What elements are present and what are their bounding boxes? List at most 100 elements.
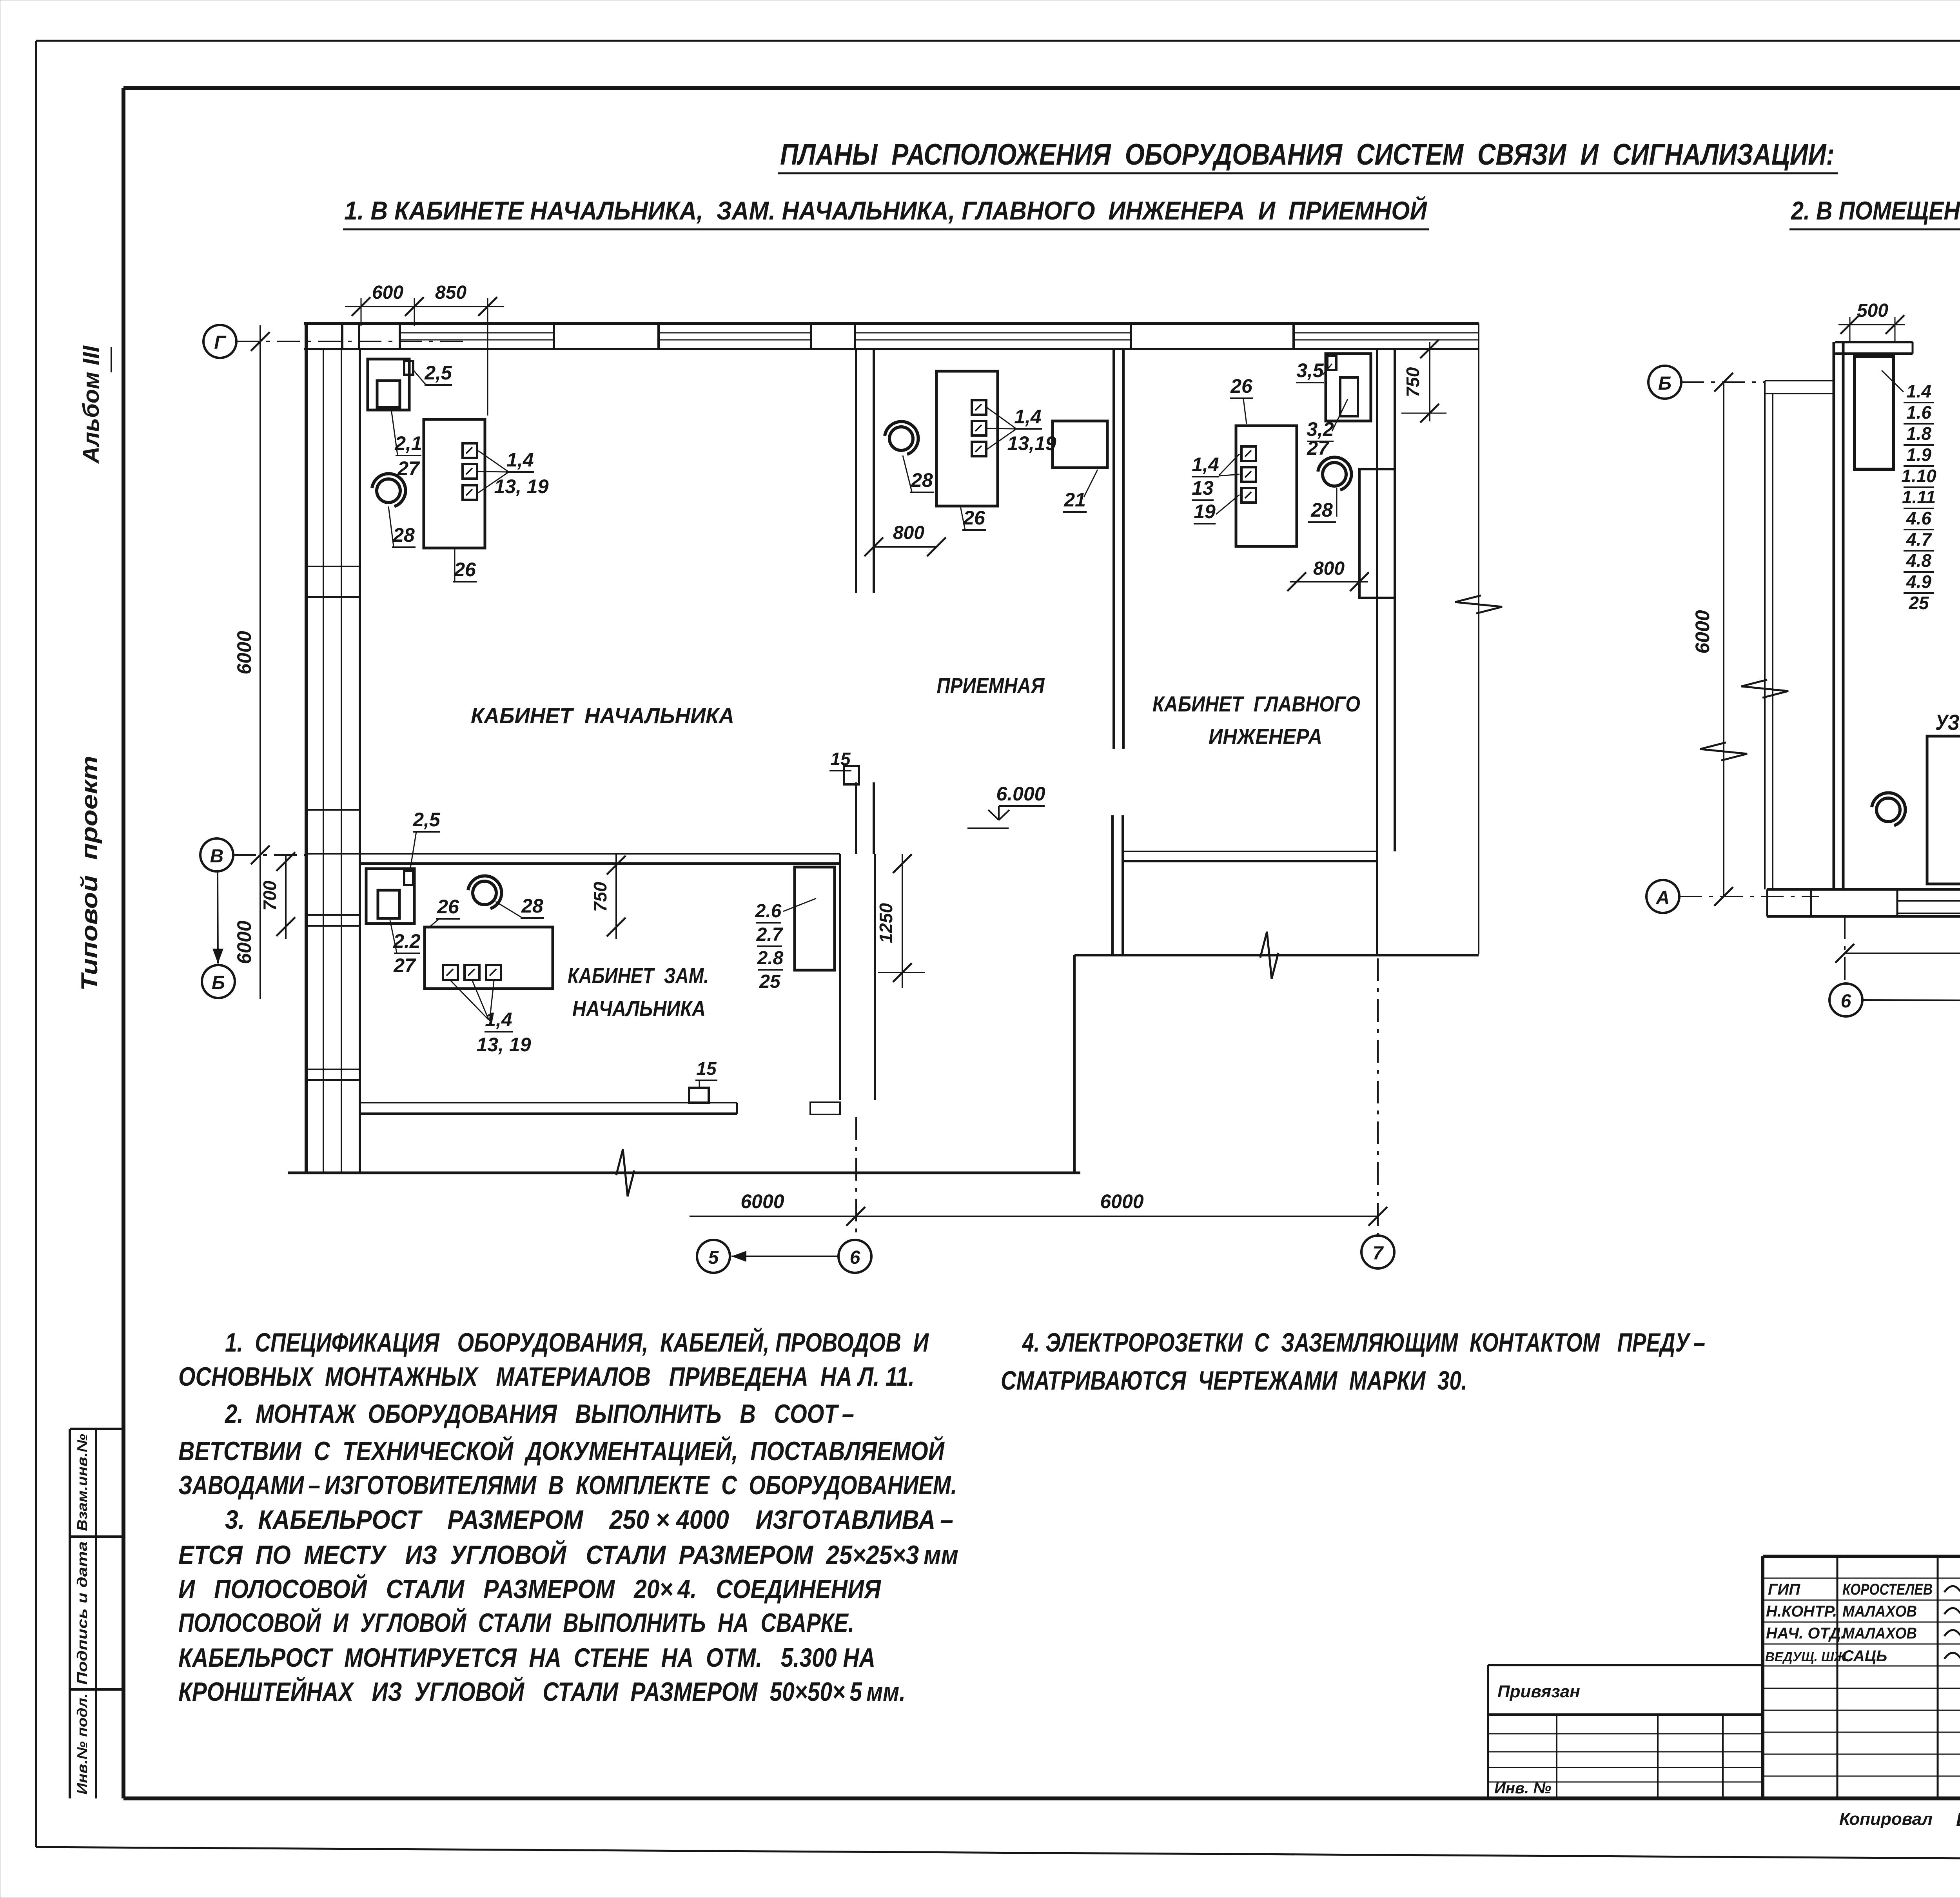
svg-text:2. МОНТАЖ ОБОРУДОВАНИЯ ВЫП: 2. МОНТАЖ ОБОРУДОВАНИЯ ВЫПОЛНИТЬ В СООТ …: [224, 1399, 854, 1429]
svg-text:ИНЖЕНЕРА: ИНЖЕНЕРА: [1209, 724, 1322, 749]
svg-text:Г: Г: [214, 332, 227, 353]
svg-text:3,2: 3,2: [1307, 418, 1334, 440]
svg-text:3,5: 3,5: [1296, 359, 1324, 381]
svg-text:13,19: 13,19: [1007, 432, 1056, 454]
svg-text:1250: 1250: [876, 903, 896, 943]
svg-text:ВЕТСТВИИ С ТЕХНИЧЕСКОЙ ДОКУ: ВЕТСТВИИ С ТЕХНИЧЕСКОЙ ДОКУМЕНТАЦИЕЙ, ПО…: [178, 1435, 945, 1466]
svg-text:МАЛАХОВ: МАЛАХОВ: [1842, 1603, 1917, 1620]
svg-text:6: 6: [1841, 991, 1851, 1012]
svg-text:800: 800: [893, 523, 924, 543]
svg-text:И ПОЛОСОВОЙ СТАЛИ РАЗМЕР: И ПОЛОСОВОЙ СТАЛИ РАЗМЕРОМ 20× 4. СОЕДИН…: [178, 1573, 881, 1604]
svg-text:850: 850: [435, 282, 466, 303]
svg-text:САЦЬ: САЦЬ: [1842, 1648, 1887, 1665]
svg-text:4.6: 4.6: [1906, 508, 1931, 528]
svg-text:НАЧАЛЬНИКА: НАЧАЛЬНИКА: [572, 996, 706, 1021]
svg-text:6000: 6000: [1100, 1190, 1143, 1212]
svg-text:А: А: [1656, 887, 1670, 908]
svg-text:КАБИНЕТ НАЧАЛЬНИКА: КАБИНЕТ НАЧАЛЬНИКА: [471, 703, 734, 728]
svg-text:28: 28: [1310, 499, 1333, 521]
svg-text:19: 19: [1194, 501, 1216, 523]
svg-text:КАБЕЛЬРОСТ МОНТИРУЕТСЯ НА С: КАБЕЛЬРОСТ МОНТИРУЕТСЯ НА СТЕНЕ НА ОТМ. …: [178, 1643, 875, 1673]
svg-text:5: 5: [708, 1247, 719, 1268]
svg-text:4.7: 4.7: [1906, 529, 1932, 550]
svg-text:3. КАБЕЛЬРОСТ РАЗМЕРОМ: 3. КАБЕЛЬРОСТ РАЗМЕРОМ 250 × 4000 ИЗГОТА…: [225, 1505, 953, 1535]
svg-text:27: 27: [397, 457, 420, 479]
svg-text:ГИП: ГИП: [1768, 1581, 1800, 1598]
svg-text:Б: Б: [212, 973, 225, 993]
svg-text:1.4: 1.4: [1906, 381, 1931, 401]
svg-text:1.10: 1.10: [1901, 466, 1936, 486]
svg-text:27: 27: [393, 954, 416, 976]
svg-text:6000: 6000: [740, 1190, 784, 1212]
svg-text:ЕТСЯ ПО МЕСТУ ИЗ УГЛОВОЙ: ЕТСЯ ПО МЕСТУ ИЗ УГЛОВОЙ СТАЛИ РАЗМЕРОМ …: [178, 1539, 958, 1570]
svg-text:800: 800: [1313, 558, 1345, 579]
svg-text:Н.КОНТР.: Н.КОНТР.: [1766, 1603, 1837, 1620]
svg-text:КРОНШТЕЙНАХ ИЗ УГЛОВОЙ СТ: КРОНШТЕЙНАХ ИЗ УГЛОВОЙ СТАЛИ РАЗМЕРОМ 50…: [178, 1676, 906, 1707]
svg-text:2,5: 2,5: [412, 809, 441, 831]
svg-text:1,4: 1,4: [1192, 454, 1219, 475]
svg-text:Взам.инв.№: Взам.инв.№: [74, 1434, 90, 1531]
svg-text:2.2: 2.2: [393, 930, 421, 952]
svg-text:4.8: 4.8: [1906, 550, 1931, 571]
svg-text:4. ЭЛЕКТРОРОЗЕТКИ С ЗАЗЕМЛЯЮ: 4. ЭЛЕКТРОРОЗЕТКИ С ЗАЗЕМЛЯЮЩИМ КОНТАКТО…: [1022, 1328, 1705, 1357]
svg-text:ПОЛОСОВОЙ И УГЛОВОЙ СТАЛИ: ПОЛОСОВОЙ И УГЛОВОЙ СТАЛИ ВЫПОЛНИТЬ НА С…: [178, 1607, 854, 1638]
svg-text:ПЛАНЫ РАСПОЛОЖЕНИЯ ОБОРУДОВА: ПЛАНЫ РАСПОЛОЖЕНИЯ ОБОРУДОВАНИЯ СИСТЕМ С…: [780, 138, 1835, 171]
svg-text:Б: Б: [1658, 373, 1671, 394]
svg-text:Привязан: Привязан: [1497, 1682, 1580, 1701]
svg-text:Подпись и дата: Подпись и дата: [74, 1541, 90, 1685]
svg-text:28: 28: [911, 469, 933, 491]
svg-text:28: 28: [521, 895, 543, 917]
svg-text:1,4: 1,4: [506, 449, 534, 471]
svg-text:4.9: 4.9: [1906, 572, 1931, 592]
svg-text:750: 750: [590, 882, 610, 912]
svg-text:1.6: 1.6: [1906, 402, 1931, 423]
svg-text:700: 700: [260, 880, 280, 911]
svg-text:НАЧ. ОТД.: НАЧ. ОТД.: [1766, 1625, 1845, 1642]
svg-text:750: 750: [1403, 367, 1423, 397]
svg-text:Вах: Вах: [1956, 1809, 1960, 1830]
svg-text:6000: 6000: [233, 920, 255, 964]
svg-text:500: 500: [1857, 300, 1888, 321]
svg-text:ВЕДУЩ. ШЖ.: ВЕДУЩ. ШЖ.: [1765, 1649, 1849, 1664]
svg-text:21: 21: [1063, 489, 1086, 511]
svg-text:6000: 6000: [1691, 610, 1713, 653]
svg-text:1. СПЕЦИФИКАЦИЯ ОБОРУДОВАНИ: 1. СПЕЦИФИКАЦИЯ ОБОРУДОВАНИЯ, КАБЕЛЕЙ, П…: [225, 1327, 929, 1357]
svg-text:13: 13: [1192, 477, 1214, 499]
svg-text:СМАТРИВАЮТСЯ ЧЕРТЕЖАМИ МАРКИ: СМАТРИВАЮТСЯ ЧЕРТЕЖАМИ МАРКИ 30.: [1001, 1366, 1467, 1395]
svg-text:25: 25: [1908, 593, 1929, 613]
svg-text:15: 15: [696, 1058, 717, 1079]
svg-text:2,1: 2,1: [394, 432, 422, 454]
svg-text:Инв. №: Инв. №: [1494, 1780, 1551, 1797]
svg-text:7: 7: [1373, 1243, 1384, 1264]
svg-text:Типовой проект: Типовой проект: [77, 756, 102, 991]
svg-text:6000: 6000: [233, 631, 255, 674]
svg-text:28: 28: [392, 524, 415, 546]
svg-text:2.7: 2.7: [756, 924, 784, 945]
svg-text:МАЛАХОВ: МАЛАХОВ: [1842, 1625, 1917, 1642]
svg-text:6: 6: [850, 1247, 860, 1268]
svg-text:27: 27: [1307, 437, 1330, 459]
svg-text:КАБИНЕТ ГЛАВНОГО: КАБИНЕТ ГЛАВНОГО: [1152, 691, 1360, 716]
svg-text:1. В КАБИНЕТЕ НАЧАЛЬНИКА, ЗАМ: 1. В КАБИНЕТЕ НАЧАЛЬНИКА, ЗАМ. НАЧАЛЬНИК…: [344, 196, 1427, 225]
svg-text:1.11: 1.11: [1902, 487, 1936, 507]
svg-text:6.000: 6.000: [996, 783, 1045, 805]
svg-text:УЗЕЛ СВЯЗИ: УЗЕЛ СВЯЗИ: [1935, 710, 1960, 735]
svg-text:КОРОСТЕЛЕВ: КОРОСТЕЛЕВ: [1842, 1581, 1933, 1598]
svg-text:26: 26: [454, 559, 476, 581]
svg-text:2.6: 2.6: [755, 901, 782, 922]
svg-text:2. В ПОМЕЩЕНИИ УЗЛА СВЯЗИ.: 2. В ПОМЕЩЕНИИ УЗЛА СВЯЗИ.: [1790, 196, 1960, 225]
svg-text:В: В: [210, 846, 224, 867]
svg-text:КАБИНЕТ ЗАМ.: КАБИНЕТ ЗАМ.: [568, 963, 709, 988]
svg-text:ЗАВОДАМИ – ИЗГОТОВИТЕЛЯМИ В: ЗАВОДАМИ – ИЗГОТОВИТЕЛЯМИ В КОМПЛЕКТЕ С …: [178, 1470, 957, 1500]
svg-text:25: 25: [759, 971, 781, 992]
svg-text:26: 26: [1230, 375, 1253, 397]
svg-text:1.8: 1.8: [1906, 423, 1931, 444]
svg-text:2,5: 2,5: [424, 362, 452, 384]
svg-text:ОСНОВНЫХ МОНТАЖНЫХ МАТЕРИАЛ: ОСНОВНЫХ МОНТАЖНЫХ МАТЕРИАЛОВ ПРИВЕДЕНА …: [178, 1362, 915, 1392]
svg-text:1,4: 1,4: [1014, 406, 1042, 428]
svg-text:600: 600: [372, 282, 403, 303]
svg-text:Альбом III: Альбом III: [78, 345, 104, 464]
svg-text:Инв.№ подл.: Инв.№ подл.: [74, 1693, 90, 1795]
svg-text:Копировал: Копировал: [1839, 1809, 1933, 1829]
svg-text:1.9: 1.9: [1906, 445, 1931, 465]
